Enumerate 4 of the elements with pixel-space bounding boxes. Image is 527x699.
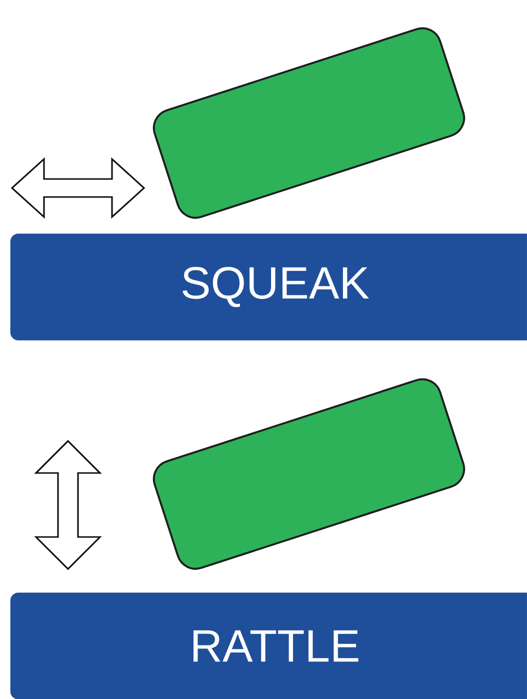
label-bar: RATTLE xyxy=(10,592,527,699)
block-shape xyxy=(152,378,466,570)
label-bar: SQUEAK xyxy=(10,234,527,340)
block-shape xyxy=(152,27,466,219)
